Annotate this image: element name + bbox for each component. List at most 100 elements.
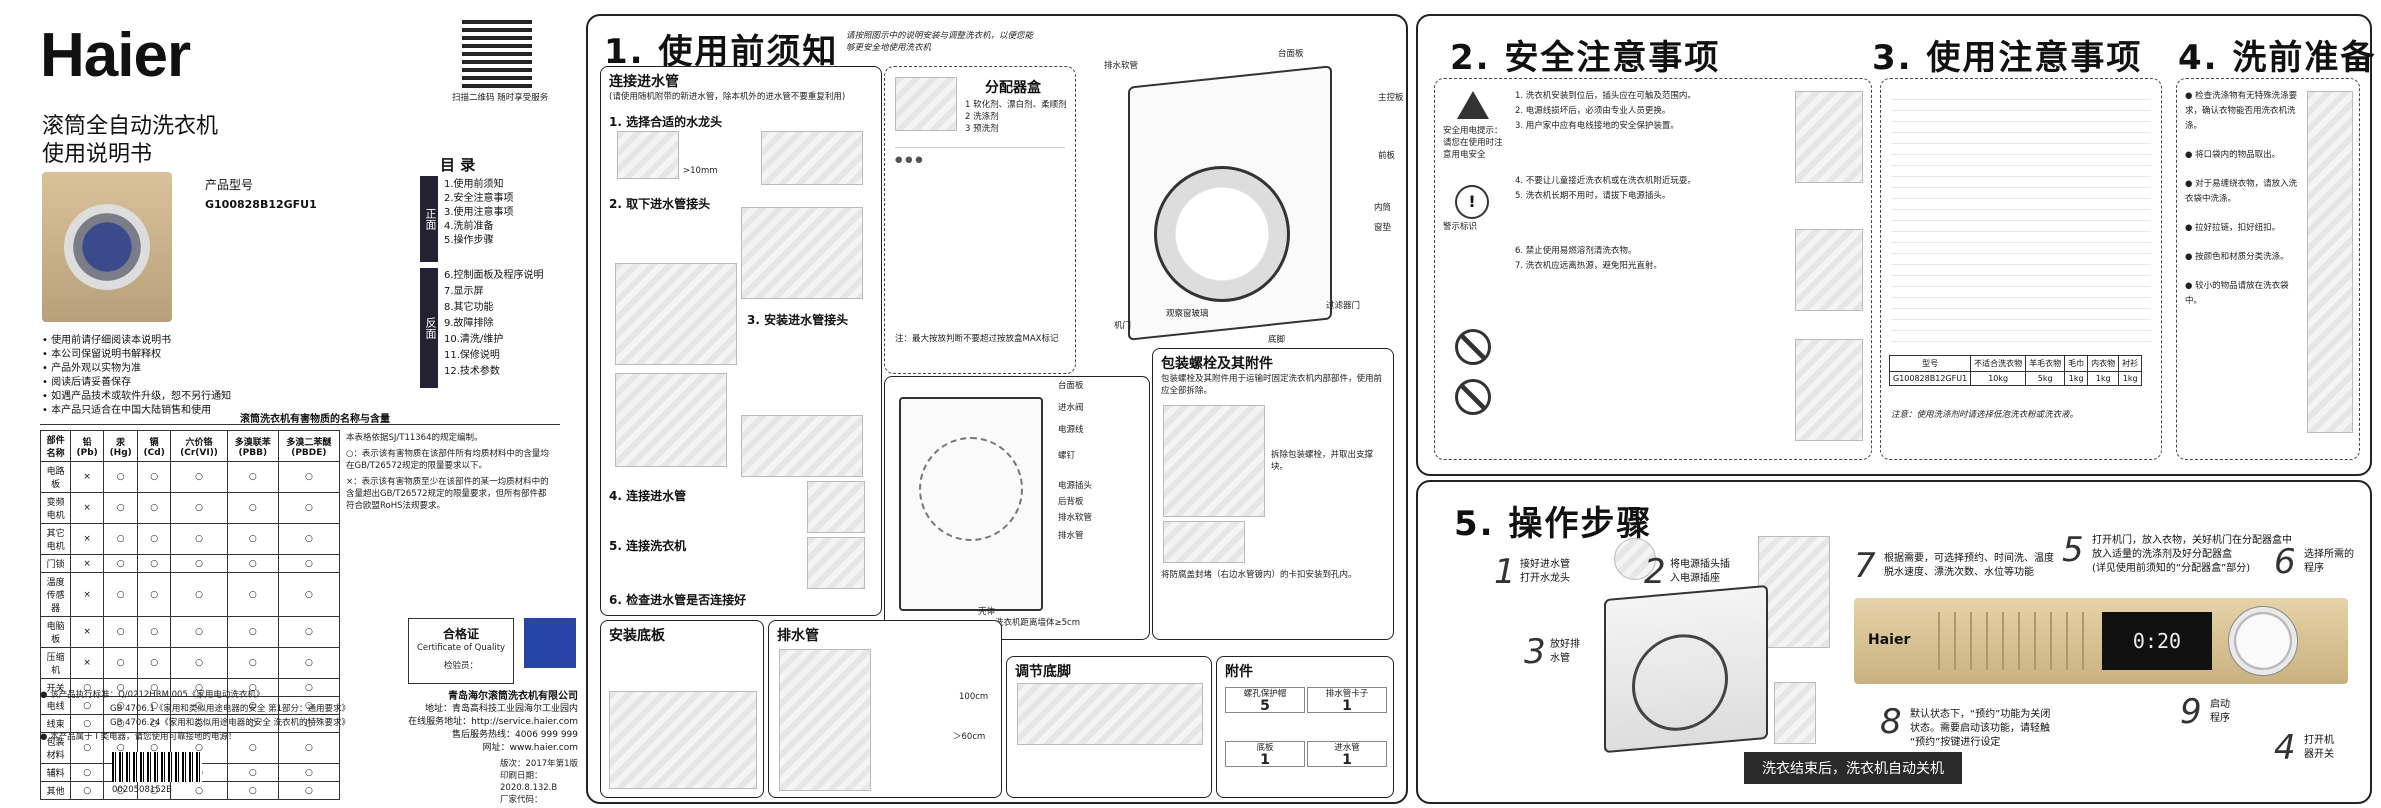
label-back-top: 台面板 <box>1058 381 1084 391</box>
label-foot: 底脚 <box>1268 335 1286 345</box>
hazard-cell: ○ <box>103 647 139 679</box>
label-back-plate: 后背板 <box>1058 497 1084 507</box>
qr-code <box>462 18 532 88</box>
label-inner-drum: 内筒 <box>1374 203 1392 213</box>
hazard-cell: ○ <box>137 616 172 648</box>
hazard-part-name: 电脑板 <box>39 616 72 648</box>
hazard-cell: × <box>70 616 105 648</box>
drawer-figure <box>895 77 957 131</box>
label-door-seal: 窗垫 <box>1374 223 1392 233</box>
qr-caption: 扫描二维码 随时享受服务 <box>452 93 549 103</box>
water-inlet-box: 连接进水管 (请使用随机附带的新进水管，除本机外的进水管不要重复利用) 1. 选… <box>600 66 882 616</box>
hazard-cell: ○ <box>137 492 172 524</box>
sec3-title: 3. 使用注意事项 <box>1872 38 2143 78</box>
prohibit-icon-2 <box>1455 379 1491 415</box>
step-4-label: 4. 连接进水管 <box>609 489 687 503</box>
safety-figure-1 <box>1795 91 1863 183</box>
hazard-cell: ○ <box>170 572 228 617</box>
label-control-board: 主控板 <box>1378 93 1404 103</box>
hazard-row: 温度传感器×○○○○○ <box>39 572 341 617</box>
label-drain-hose: 排水软管 <box>1104 61 1139 71</box>
hazard-table: 部件名称铅 (Pb)汞 (Hg)镉 (Cd)六价铬 (Cr(VI))多溴联苯 (… <box>39 430 341 800</box>
label-drain-pipe: 排水管 <box>1058 531 1084 541</box>
model-number: G100828B12GFU1 <box>205 198 317 211</box>
step-6-label: 6. 检查进水管是否连接好 <box>609 593 747 607</box>
hazard-cell: ○ <box>170 554 228 573</box>
hazard-cell: ○ <box>277 781 341 800</box>
hazard-part-name: 其他 <box>39 781 72 800</box>
prep-box: ● 检查洗涤物有无特殊洗涤要求，确认衣物能否用洗衣机洗涤。● 将口袋内的物品取出… <box>2176 78 2360 460</box>
standards: ● 该产品执行标准：Q/0212HRM 005《家用电动洗衣机》 GB 4706… <box>40 690 350 742</box>
washer-side-figure <box>1604 584 1768 754</box>
sections-2-4-panel: 2. 安全注意事项 安全用电提示：请您在使用时注意用电安全 ! 警示标识 1. … <box>1416 14 2374 476</box>
sec4-title: 4. 洗前准备 <box>2178 38 2377 78</box>
hazard-cell: ○ <box>226 554 279 573</box>
hazard-cell: × <box>70 492 105 524</box>
op-step-9: 9 启动 程序 <box>2180 692 2230 732</box>
hazard-cell: ○ <box>170 461 228 493</box>
hazard-cell: ○ <box>277 492 341 524</box>
hazard-cell: ○ <box>226 492 279 524</box>
op-step-3: 3 放好排 水管 <box>1524 632 1580 672</box>
hazard-cell: ○ <box>277 461 341 493</box>
tap-figure-2 <box>761 131 863 185</box>
hazard-cell: ○ <box>226 523 279 555</box>
hazard-cell: ○ <box>103 492 139 524</box>
drain-step-figure <box>1774 682 1816 744</box>
hazard-cell: ○ <box>137 461 172 493</box>
bolt-figure-2 <box>1163 521 1245 563</box>
hazard-part-name: 门锁 <box>39 554 72 573</box>
hazard-cell: × <box>70 572 105 617</box>
drain-height: 100cm <box>959 692 989 702</box>
hazard-cell: ○ <box>103 554 139 573</box>
section-1-panel: 1. 使用前须知 请按照图示中的说明安装与调整洗衣机，以便您能够更安全地使用洗衣… <box>586 14 1408 804</box>
haier-logo: Haier <box>40 21 191 90</box>
display-screen: 0:20 <box>2102 612 2212 670</box>
usage-tip: 注意：使用洗涤剂时请选择低泡洗衣粉或洗衣液。 <box>1891 410 2079 420</box>
op-step-7: 7 根据需要，可选择预约、时间洗、温度 脱水速度、漂洗次数、水位等功能 <box>1854 546 2054 586</box>
joint-figure <box>615 263 737 365</box>
prohibit-icon-1 <box>1455 329 1491 365</box>
bolt-step-2: 将防腐盖封堵（右边水管镀内）的卡扣安装到孔内。 <box>1161 570 1357 580</box>
barcode-number: 0020508152B <box>112 785 172 795</box>
hose-joint-figure <box>741 207 863 299</box>
washer-front-figure <box>1108 56 1378 346</box>
label-front-plate: 前板 <box>1378 151 1396 161</box>
detergent-note: 注：最大按放判断不要超过按放盒MAX标记 <box>895 334 1059 344</box>
hazard-part-name: 温度传感器 <box>39 572 72 617</box>
label-door: 机门 <box>1114 321 1132 331</box>
step-2-label: 2. 取下进水管接头 <box>609 197 711 211</box>
program-knob[interactable] <box>2228 606 2298 676</box>
back-note: 洗衣机距离墙体≥5cm <box>995 618 1080 628</box>
sec5-title: 5. 操作步骤 <box>1454 504 1653 544</box>
hazard-cell: × <box>70 647 105 679</box>
toc-tab-back: 反面 <box>420 268 438 388</box>
hazard-cell: ○ <box>70 763 105 782</box>
hazard-cell: ○ <box>103 572 139 617</box>
bolt-title: 包装螺栓及其附件 <box>1161 356 1273 372</box>
level-plate-box: 安装底板 <box>600 620 764 798</box>
tap-measure: >10mm <box>683 166 718 176</box>
hazard-cell: × <box>70 554 105 573</box>
hazard-part-name: 电路板 <box>39 461 72 493</box>
tap-figure-1 <box>617 131 679 179</box>
sec2-title: 2. 安全注意事项 <box>1450 38 1721 78</box>
feet-figure <box>1017 683 1203 745</box>
hazard-cell: ○ <box>137 647 172 679</box>
detergent-text: ● ● ● <box>895 147 1065 328</box>
step-5-label: 5. 连接洗衣机 <box>609 539 687 553</box>
washer-back-box: 洗衣机距离墙体≥5cm <box>884 376 1150 640</box>
label-top-panel: 台面板 <box>1278 49 1304 59</box>
panel-logo: Haier <box>1868 632 1911 648</box>
label-drain-hose-back: 排水软管 <box>1058 513 1093 523</box>
prep-items: ● 检查洗涤物有无特殊洗涤要求，确认衣物能否用洗衣机洗涤。● 将口袋内的物品取出… <box>2185 91 2298 306</box>
hazard-cell: ○ <box>170 781 228 800</box>
hazard-cell: ○ <box>137 781 172 800</box>
hazard-cell: ○ <box>226 647 279 679</box>
section-5-panel: 5. 操作步骤 1 接好进水管 打开水龙头 2 将电源插头插 入电源插座 3 放… <box>1416 480 2372 804</box>
hazard-cell: ○ <box>277 523 341 555</box>
